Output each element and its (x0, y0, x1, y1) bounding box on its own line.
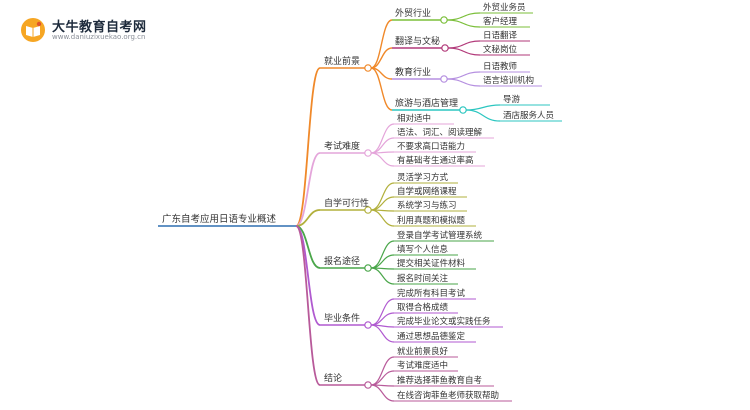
leaf-label: 灵活学习方式 (397, 172, 449, 183)
leaf-label: 文秘岗位 (483, 44, 518, 55)
sub-0-label: 外贸行业 (395, 7, 431, 19)
leaf-label: 外贸业务员 (483, 2, 526, 13)
sub-2-label: 教育行业 (395, 66, 431, 78)
root-topic: 广东自考应用日语专业概述 (162, 213, 277, 225)
branch-1-toggle[interactable] (364, 149, 372, 157)
branch-2-toggle[interactable] (364, 206, 372, 214)
leaf-label: 在线咨询菲鱼老师获取帮助 (397, 390, 499, 401)
leaf-label: 语法、词汇、阅读理解 (397, 127, 483, 138)
sub-0-toggle[interactable] (440, 16, 448, 24)
leaf-label: 客户经理 (483, 16, 518, 27)
branch-2-label: 自学可行性 (324, 197, 369, 209)
leaf-label: 通过思想品德鉴定 (397, 331, 466, 342)
sub-1-label: 翻译与文秘 (395, 35, 440, 47)
sub-3-label: 旅游与酒店管理 (395, 97, 458, 109)
leaf-label: 日语教师 (483, 61, 518, 72)
branch-4-toggle[interactable] (364, 321, 372, 329)
leaf-label: 填写个人信息 (397, 244, 449, 255)
leaf-label: 登录自学考试管理系统 (397, 230, 483, 241)
branch-3-label: 报名途径 (324, 255, 360, 267)
leaf-label: 提交相关证件材料 (397, 258, 466, 269)
leaf-label: 相对适中 (397, 113, 431, 124)
site-logo[interactable]: 大牛教育自考网 www.daniuzixuekao.org.cn (12, 14, 172, 46)
sub-3-toggle[interactable] (459, 106, 467, 114)
leaf-label: 利用真题和模拟题 (397, 215, 466, 226)
leaf-label: 语言培训机构 (483, 75, 534, 86)
logo-title: 大牛教育自考网 (52, 20, 147, 35)
leaf-label: 推荐选择菲鱼教育自考 (397, 375, 482, 386)
leaf-label: 自学或网络课程 (397, 186, 457, 197)
branch-0-label: 就业前景 (324, 55, 360, 67)
branch-1-label: 考试难度 (324, 140, 360, 152)
leaf-label: 酒店服务人员 (503, 110, 554, 121)
logo-book-icon (21, 18, 45, 42)
leaf-label: 导游 (503, 94, 521, 105)
leaf-label: 系统学习与练习 (397, 200, 457, 211)
branch-3-toggle[interactable] (364, 264, 372, 272)
branch-5-toggle[interactable] (364, 381, 372, 389)
leaf-label: 报名时间关注 (397, 273, 449, 284)
leaf-label: 不要求高口语能力 (397, 141, 465, 152)
leaf-label: 完成毕业论文或实践任务 (397, 316, 491, 327)
sub-2-toggle[interactable] (440, 75, 448, 83)
leaf-label: 日语翻译 (483, 30, 518, 41)
branch-5-label: 结论 (324, 372, 342, 384)
leaf-label: 取得合格成绩 (397, 302, 449, 313)
logo-url: www.daniuzixuekao.org.cn (52, 33, 146, 41)
sub-1-toggle[interactable] (441, 44, 449, 52)
branch-0-toggle[interactable] (364, 64, 372, 72)
leaf-label: 考试难度适中 (397, 360, 448, 371)
leaf-label: 有基础考生通过率高 (397, 155, 474, 166)
leaf-label: 就业前景良好 (397, 346, 449, 357)
branch-4-label: 毕业条件 (324, 312, 360, 324)
leaf-label: 完成所有科目考试 (397, 288, 466, 299)
